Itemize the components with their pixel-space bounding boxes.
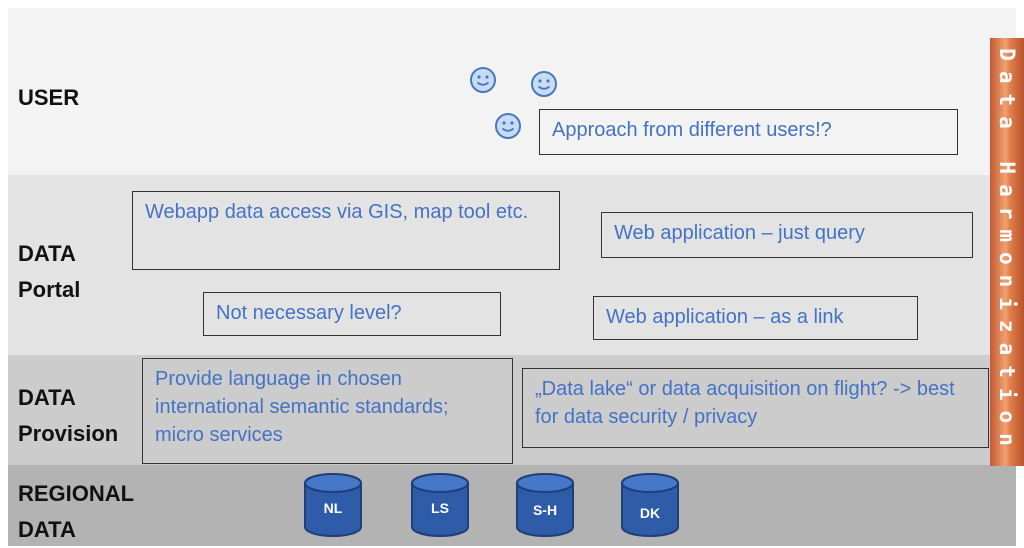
smiley-icon — [495, 113, 521, 139]
smiley-icon — [531, 71, 557, 97]
smiley-icon — [470, 67, 496, 93]
database-label: DK — [640, 505, 660, 521]
regional-data-label: REGIONAL DATA — [18, 476, 134, 548]
web-application-link-box: Web application – as a link — [593, 296, 918, 340]
data-provision-label: DATA Provision — [18, 380, 118, 452]
data-provision-label-line1: DATA — [18, 385, 76, 410]
regional-data-layer-band — [8, 465, 1016, 546]
web-application-query-box: Web application – just query — [601, 212, 973, 258]
data-harmonization-bar: Data Harmonization — [990, 38, 1024, 466]
regional-data-label-line1: REGIONAL — [18, 481, 135, 506]
database-icon: LS — [411, 473, 469, 537]
provide-language-box: Provide language in chosen international… — [142, 358, 513, 464]
database-label: S-H — [533, 502, 557, 518]
user-layer-label: USER — [18, 85, 80, 110]
database-label: NL — [324, 500, 343, 516]
approach-users-box: Approach from different users!? — [539, 109, 958, 155]
data-provision-label-line2: Provision — [18, 421, 119, 446]
user-layer-band — [8, 8, 1016, 175]
data-harmonization-label: Data Harmonization — [995, 48, 1019, 456]
data-portal-layer-band — [8, 175, 1016, 355]
not-necessary-level-box: Not necessary level? — [203, 292, 501, 336]
database-icon: NL — [304, 473, 362, 537]
database-icon: DK — [621, 473, 679, 537]
data-portal-label-line2: Portal — [18, 277, 81, 302]
data-portal-label-line1: DATA — [18, 241, 76, 266]
data-lake-box: „Data lake“ or data acquisition on fligh… — [522, 368, 989, 448]
database-label: LS — [431, 500, 449, 516]
data-portal-label: DATA Portal — [18, 236, 80, 308]
regional-data-label-line2: DATA — [18, 517, 76, 542]
webapp-gis-box: Webapp data access via GIS, map tool etc… — [132, 191, 560, 270]
database-icon: S-H — [516, 473, 574, 537]
